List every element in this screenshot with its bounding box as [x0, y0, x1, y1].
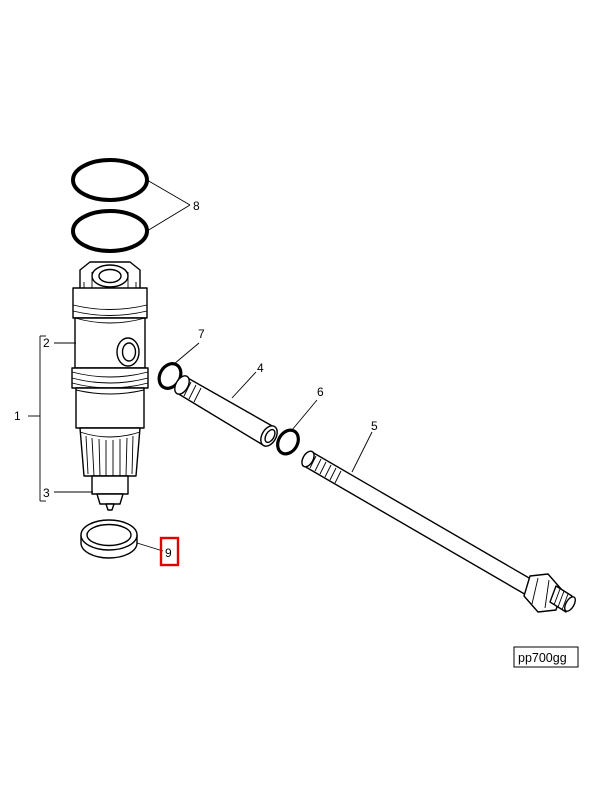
leader-line-4 [231, 371, 257, 399]
connector-tube-4[interactable] [172, 373, 281, 449]
callout-3: 3 [43, 486, 50, 500]
callout-6: 6 [317, 385, 324, 399]
reference-tag-box [513, 646, 579, 668]
callout-1: 1 [14, 409, 21, 423]
callout-8: 8 [193, 199, 200, 213]
reference-code: pp700gg [518, 651, 567, 665]
callout-9-highlight-box [159, 536, 180, 567]
o-ring-8-bottom[interactable] [71, 209, 149, 253]
callout-9: 9 [165, 546, 172, 560]
callout-4: 4 [257, 361, 264, 375]
leader-line-9 [136, 542, 164, 552]
injector-body[interactable] [71, 261, 149, 511]
callout-2: 2 [43, 336, 50, 350]
leader-line-7 [173, 342, 200, 365]
leader-line-5 [351, 431, 373, 473]
leader-line-6 [291, 399, 318, 431]
callout-5: 5 [371, 419, 378, 433]
o-ring-8-top[interactable] [71, 158, 149, 202]
fuel-line-5[interactable] [299, 449, 577, 613]
bracket-1 [28, 335, 46, 502]
o-ring-6[interactable] [274, 426, 303, 457]
sealing-washer-9[interactable] [80, 519, 138, 559]
leader-lines-8 [146, 179, 191, 232]
callout-7: 7 [198, 327, 205, 341]
